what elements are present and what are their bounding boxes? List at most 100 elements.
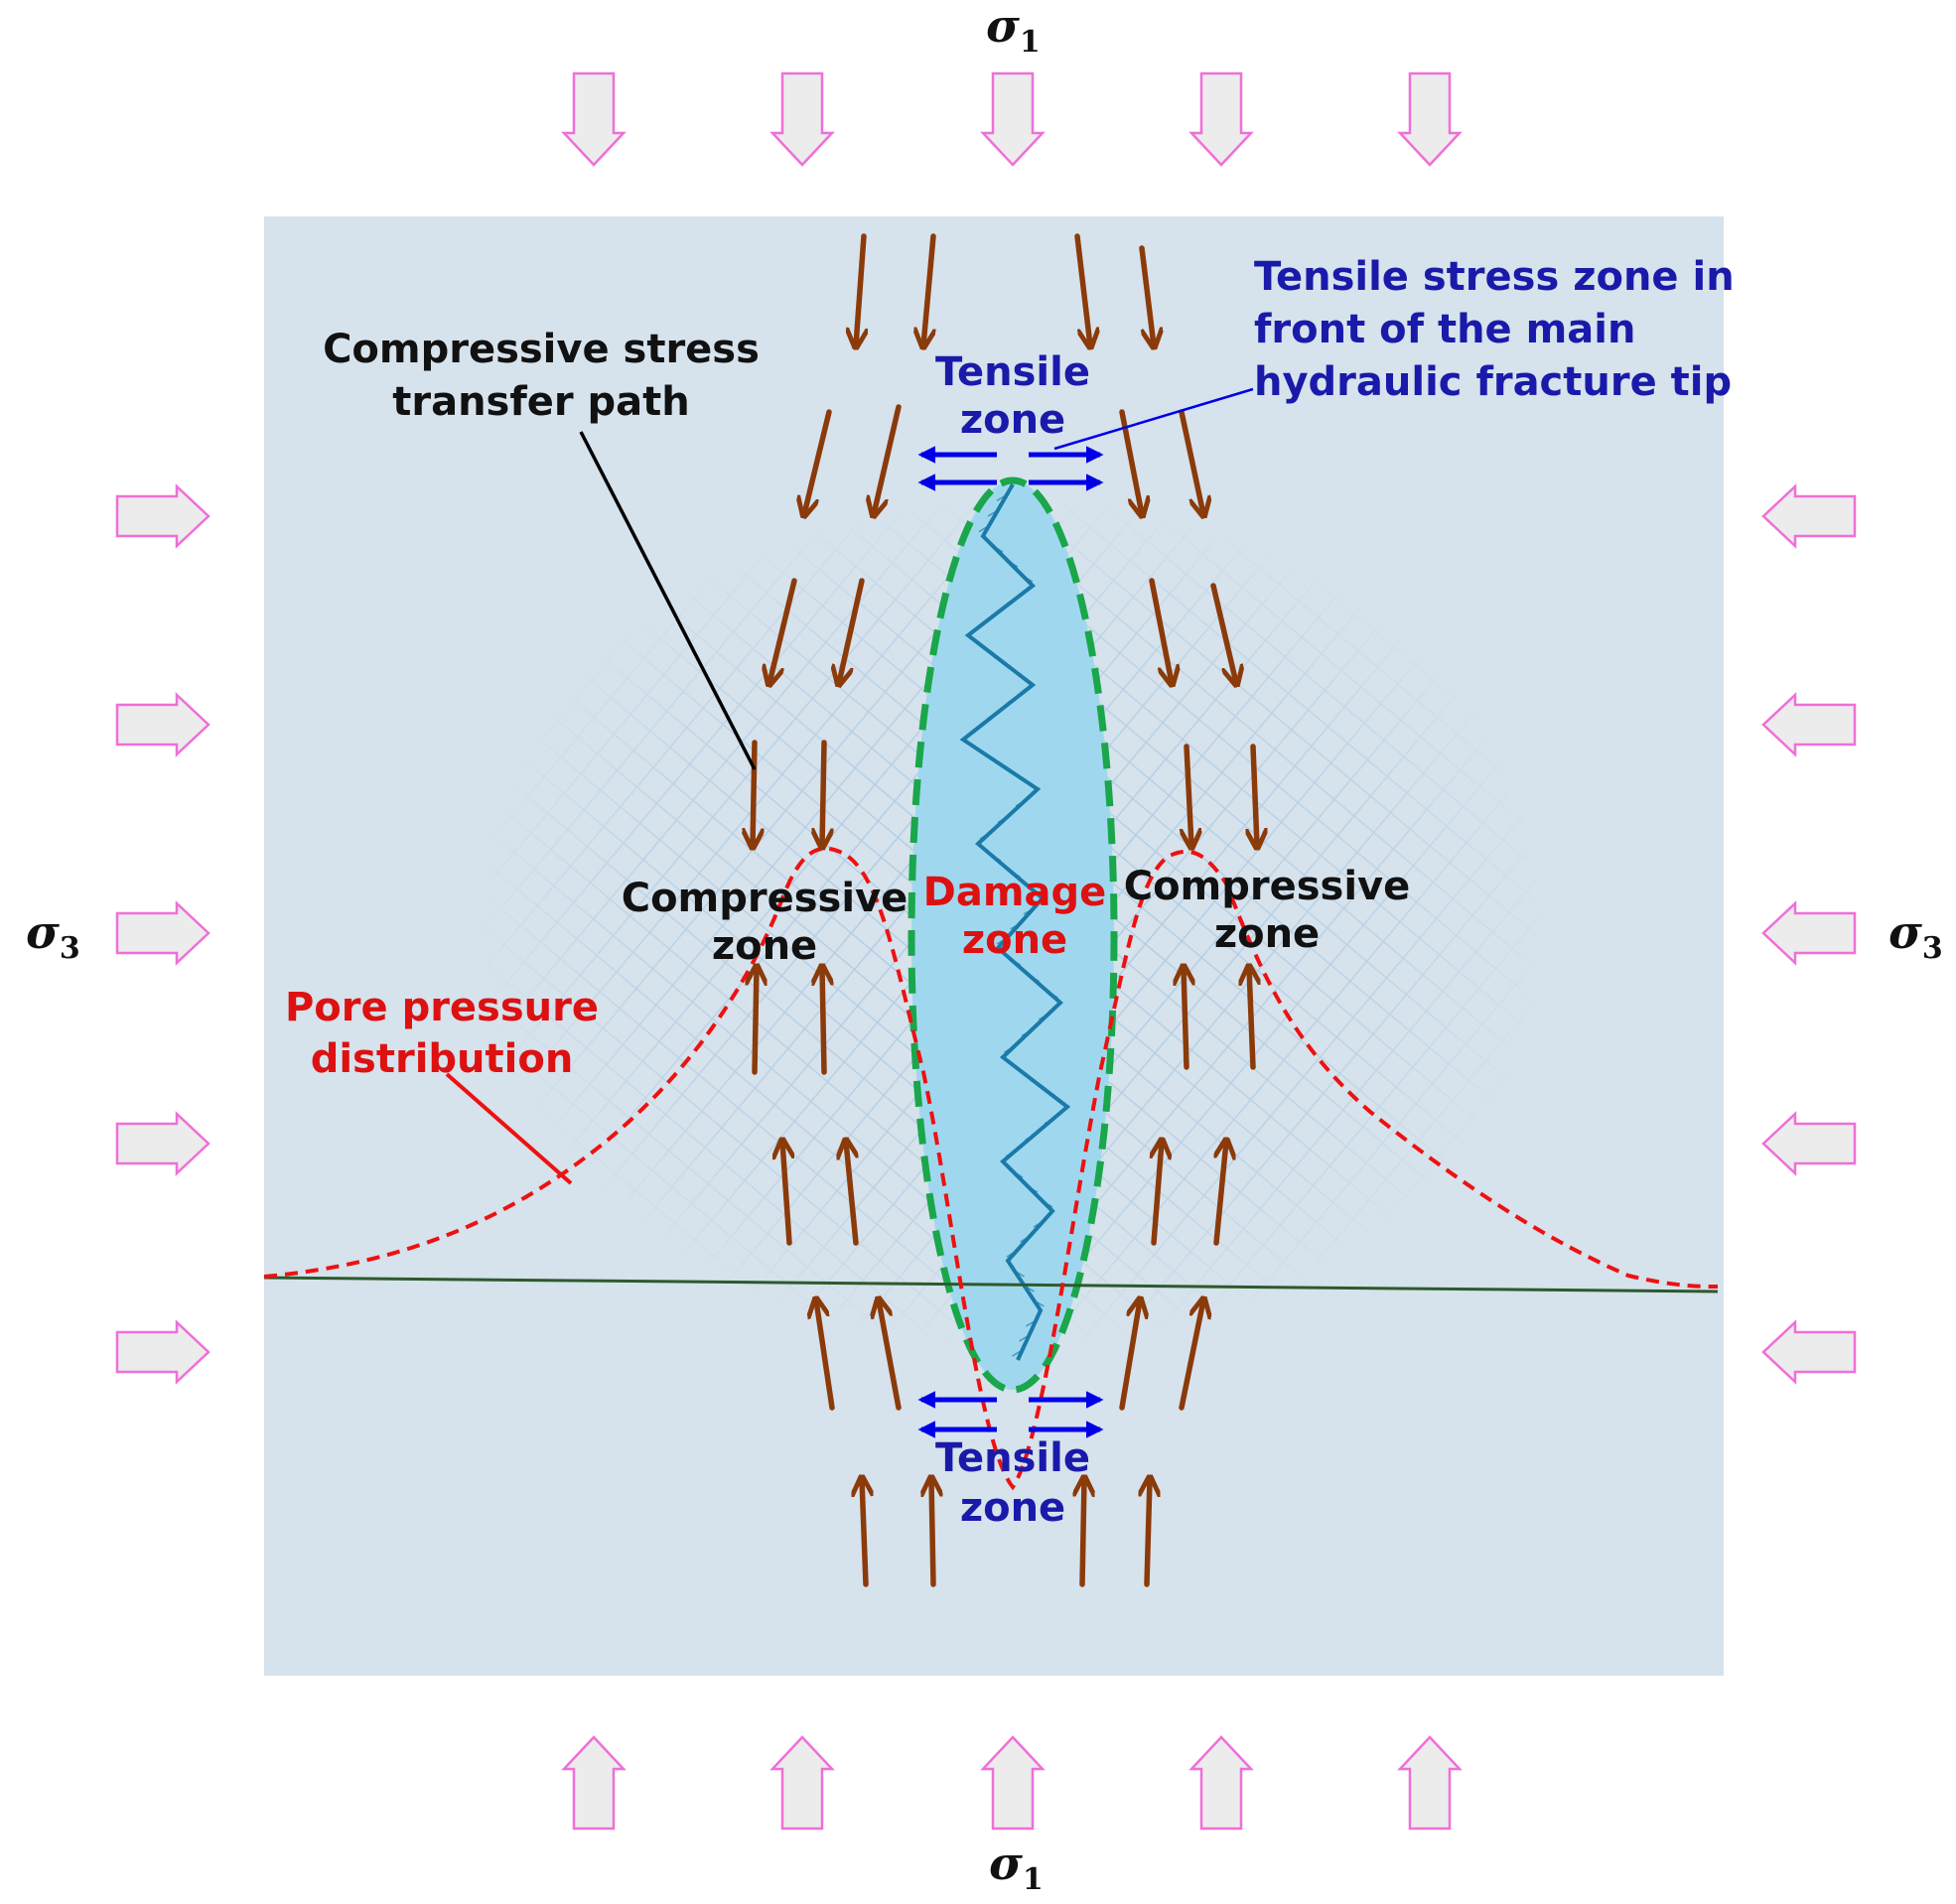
compressive-path-label-line2: transfer path [392,379,690,425]
stress-arrow-down-15 [1253,744,1257,846]
sigma1-top-label: σ1 [986,0,1041,60]
sigma1-load-arrow-bottom-4 [1397,1735,1463,1831]
pore-pressure-leader [445,1072,573,1185]
sigma1-load-arrow-top-0 [561,71,627,167]
fracture-branch [1006,1250,1018,1258]
fracture-branch [997,815,1009,824]
fracture-branch [1015,1066,1027,1074]
fracture-branch [1008,695,1020,703]
damage-zone-label-line2: zone [962,917,1067,963]
fracture-branch [1042,1200,1053,1208]
stress-arrow-up-15 [1147,1479,1150,1587]
stress-arrow-up-3 [1249,968,1253,1070]
fracture-branch [1012,1349,1023,1357]
fracture-branch [1034,1299,1045,1307]
stress-arrow-up-9 [879,1300,902,1411]
fracture-branch [1014,1270,1025,1278]
fracture-branch [1029,974,1040,983]
pore-pressure-curve [263,846,1719,1491]
stress-arrow-down-4 [804,409,832,514]
compressive-left-label-line2: zone [712,923,817,969]
fracture-branch [1022,575,1034,583]
fracture-branch [1000,763,1011,771]
fracture-branch [996,493,1008,502]
sigma3-right-label: σ3 [1888,905,1943,966]
main-hydraulic-fracture [959,483,1071,1361]
fracture-branch [987,509,999,517]
pore-pressure-label-line1: Pore pressure [285,985,599,1030]
sigma1-load-arrow-bottom-3 [1188,1735,1254,1831]
stress-arrow-down-13 [822,740,824,846]
sigma1-load-arrow-top-1 [769,71,835,167]
stress-arrow-down-6 [1119,409,1142,514]
stress-arrow-up-0 [755,968,757,1075]
tensile-bottom-label-line2: zone [960,1485,1065,1531]
fracture-branch [1000,659,1011,667]
stress-arrow-down-8 [769,578,797,683]
stress-arrow-down-2 [1074,233,1090,345]
sigma3-load-arrow-left-0 [115,483,210,549]
fracture-branch [1053,1096,1065,1104]
stress-arrow-down-0 [856,233,864,345]
sigma3-load-arrow-left-1 [115,692,210,757]
stress-arrow-up-8 [816,1300,835,1411]
fracture-branch [1048,991,1058,999]
stress-arrow-down-9 [839,578,865,683]
pore-pressure-baseline [263,1276,1719,1293]
stress-arrow-up-11 [1179,1300,1203,1411]
sigma3-load-arrow-left-2 [115,900,210,966]
fracture-branch [977,748,989,756]
fracture-branch [1010,870,1021,879]
sigma3-load-arrow-right-0 [1761,483,1857,549]
stress-arrow-up-10 [1119,1300,1140,1411]
tensile-front-leader [1053,387,1254,451]
sigma1-bottom-label: σ1 [989,1836,1044,1897]
sigma1-load-arrow-top-4 [1397,71,1463,167]
fracture-branch [978,524,990,533]
stress-arrow-down-14 [1187,744,1191,846]
tensile-arrows [917,446,1104,1438]
fracture-branch [1005,1150,1017,1157]
fracture-branch [1019,674,1031,682]
stress-arrow-up-1 [822,968,824,1075]
tensile-bottom-label-line1: Tensile [935,1435,1090,1481]
stress-arrow-up-7 [1213,1142,1226,1246]
fracture-branch [1035,1081,1046,1089]
compressive-stress-arrows [753,233,1257,1587]
fracture-branch [992,545,1004,553]
fracture-branch [996,937,1008,945]
pore-pressure-label-line2: distribution [311,1036,574,1082]
sigma3-load-arrow-right-3 [1761,1111,1857,1176]
sigma3-load-arrow-right-4 [1761,1319,1857,1385]
fracture-branch [1020,1235,1031,1243]
stress-arrow-down-10 [1149,578,1172,683]
stress-arrow-down-3 [1139,245,1154,345]
fracture-branch [1004,1045,1015,1053]
tensile-front-label-line1: Tensile stress zone in [1254,254,1735,300]
fracture-branch [1029,886,1041,894]
stress-arrow-down-12 [753,740,755,846]
sigma3-load-arrow-right-1 [1761,692,1857,757]
fracture-branch [1024,1285,1035,1292]
fracture-branch [970,624,982,632]
tensile-front-label-line2: front of the main [1254,307,1635,352]
fracture-branch [966,728,978,736]
fracture-branch [1007,560,1019,568]
stress-arrow-up-12 [862,1479,866,1587]
sigma3-left-label: σ3 [26,905,80,966]
fracture-branch [1026,1319,1037,1327]
fracture-branch [1044,1117,1055,1125]
damage-zone-ellipse [908,476,1118,1394]
stress-arrow-down-5 [874,404,902,514]
sigma3-load-arrow-left-3 [115,1111,210,1176]
tensile-top-label-line2: zone [960,397,1065,443]
fracture-branch [990,854,1002,862]
fracture-branch [1010,958,1021,966]
stress-arrow-up-2 [1184,968,1187,1070]
stress-arrow-up-5 [846,1142,859,1246]
fracture-branch [1021,1028,1033,1037]
sigma1-load-arrow-top-3 [1188,71,1254,167]
compressive-right-label-line1: Compressive [1124,864,1411,909]
fracture-branch [1023,907,1035,915]
